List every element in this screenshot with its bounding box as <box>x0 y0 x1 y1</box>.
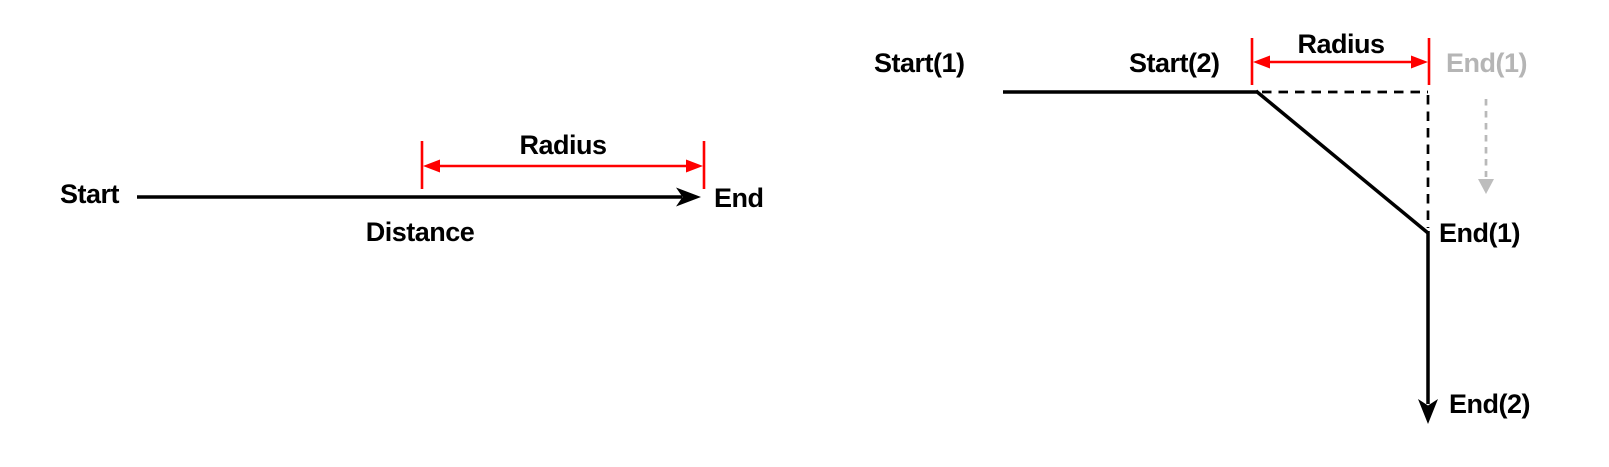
right-end1-label: End(1) <box>1439 218 1521 248</box>
radius2-arrowhead-right-icon <box>1411 55 1428 69</box>
radius-arrowhead-left-icon <box>423 159 440 173</box>
path-segment-diagonal <box>1254 89 1430 235</box>
radius-arrowhead-right-icon <box>686 159 703 173</box>
left-radius-label: Radius <box>519 130 607 160</box>
left-distance-label: Distance <box>365 217 475 247</box>
radius2-arrowhead-left-icon <box>1253 55 1270 69</box>
right-ghost-end1-label: End(1) <box>1446 48 1528 78</box>
path-arrowhead-down-icon <box>1418 399 1438 424</box>
ghost-arrowhead-down-icon <box>1478 179 1494 194</box>
right-end2-label: End(2) <box>1449 389 1531 419</box>
left-diagram <box>137 141 706 207</box>
left-start-label: Start <box>60 179 120 209</box>
right-diagram <box>1003 38 1494 424</box>
left-end-label: End <box>714 183 764 213</box>
distance-arrowhead-right-icon <box>676 187 701 207</box>
right-radius-label: Radius <box>1297 29 1385 59</box>
right-start2-label: Start(2) <box>1129 48 1220 78</box>
right-start1-label: Start(1) <box>874 48 965 78</box>
